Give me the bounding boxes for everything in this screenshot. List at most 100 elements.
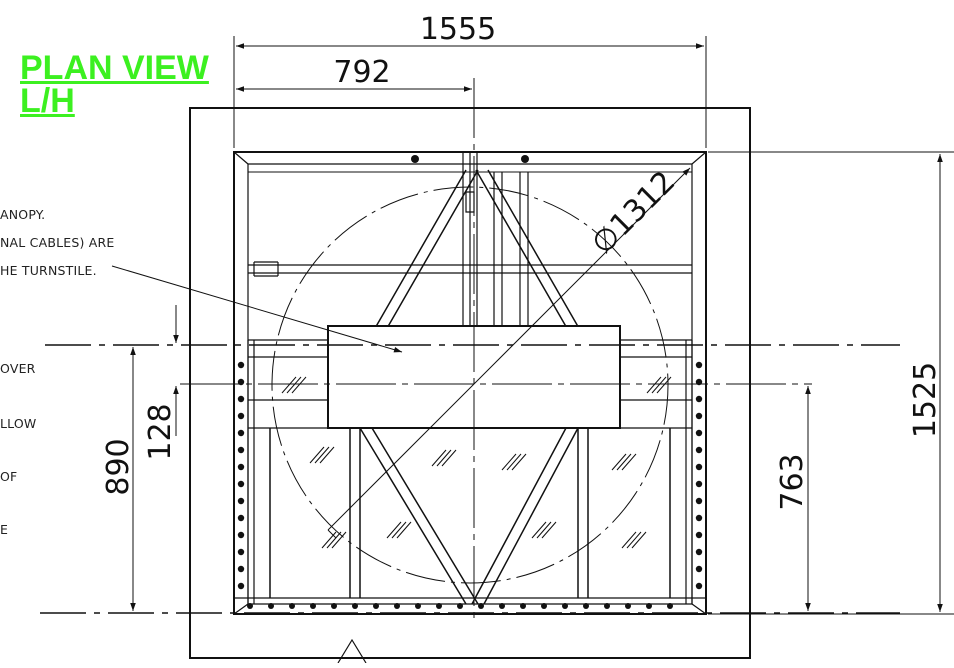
bolt <box>520 603 526 609</box>
bolt <box>352 603 358 609</box>
hatch <box>437 450 451 466</box>
bolt <box>583 603 589 609</box>
bolt <box>237 361 245 369</box>
hatch <box>652 377 666 393</box>
bolt <box>604 603 610 609</box>
bolt <box>695 446 703 454</box>
dim-left-depth-label: 890 <box>101 438 136 495</box>
rotor-circle <box>272 187 668 583</box>
diagonal-braces <box>270 170 670 604</box>
dim-half-width-label: 792 <box>333 55 390 90</box>
bolt <box>625 603 631 609</box>
hatch <box>657 377 671 393</box>
note-line: ANOPY. <box>0 207 46 222</box>
canopy-outline <box>190 108 750 658</box>
bolt <box>695 463 703 471</box>
bolt <box>331 603 337 609</box>
note-line: NAL CABLES) ARE <box>0 235 115 250</box>
bolt <box>289 603 295 609</box>
bolt <box>695 395 703 403</box>
view-title: PLAN VIEW <box>20 49 209 87</box>
dim-overall-width <box>234 36 706 148</box>
rail-bolts <box>237 361 703 609</box>
hatch <box>432 450 446 466</box>
note-line: HE TURNSTILE. <box>0 263 97 278</box>
bolt <box>667 603 673 609</box>
hatch <box>322 532 336 548</box>
bolt <box>237 412 245 420</box>
bolt <box>415 603 421 609</box>
bolt <box>237 497 245 505</box>
centre-lines <box>40 345 900 613</box>
hatch <box>617 454 631 470</box>
hatch <box>287 377 301 393</box>
hatch <box>397 522 411 538</box>
hatch <box>622 532 636 548</box>
bolt <box>478 603 484 609</box>
bolt <box>457 603 463 609</box>
hatch <box>507 454 521 470</box>
hatch <box>627 532 641 548</box>
bolt <box>310 603 316 609</box>
hatch <box>332 532 346 548</box>
top-bolts <box>411 155 529 163</box>
bolt <box>394 603 400 609</box>
note-line: E <box>0 522 9 537</box>
note-line: LLOW <box>0 416 37 431</box>
hatch <box>542 522 556 538</box>
dim-diameter-line <box>328 168 690 530</box>
bolt <box>562 603 568 609</box>
bolt <box>247 603 253 609</box>
hatch <box>392 522 406 538</box>
bolt <box>268 603 274 609</box>
dim-overall-depth <box>708 152 954 614</box>
bolt <box>695 582 703 590</box>
hatch <box>622 454 636 470</box>
side-rail-left <box>248 340 254 604</box>
hatch <box>502 454 516 470</box>
bolt <box>237 548 245 556</box>
entry-arrow-triangle <box>338 640 366 663</box>
hatch <box>320 447 334 463</box>
bolt <box>237 480 245 488</box>
hatch <box>282 377 296 393</box>
dim-right-depth-label: 763 <box>775 453 810 510</box>
bolt <box>499 603 505 609</box>
bolt <box>695 565 703 573</box>
note-line: OF <box>0 469 18 484</box>
bolt <box>541 603 547 609</box>
bolt <box>695 548 703 556</box>
bolt <box>373 603 379 609</box>
hatch <box>327 532 341 548</box>
hatch <box>647 377 661 393</box>
note-line: OVER <box>0 361 36 376</box>
hatch <box>442 450 456 466</box>
bolt <box>237 514 245 522</box>
dim-overall-width-label: 1555 <box>420 12 496 47</box>
bolt <box>237 463 245 471</box>
hatch <box>387 522 401 538</box>
hatch <box>532 522 546 538</box>
hatch <box>512 454 526 470</box>
bolt <box>237 429 245 437</box>
dim-overall-depth-label: 1525 <box>908 362 943 438</box>
note-leader-line <box>112 266 402 352</box>
hatch <box>537 522 551 538</box>
bolt <box>237 582 245 590</box>
bolt <box>695 514 703 522</box>
dim-diameter-label: ∅1312 <box>585 164 682 261</box>
bolt <box>695 412 703 420</box>
bolt <box>695 497 703 505</box>
hatch <box>632 532 646 548</box>
side-rail-right <box>686 340 692 604</box>
bolt <box>237 565 245 573</box>
bolt <box>237 446 245 454</box>
bolt <box>695 531 703 539</box>
bolt <box>695 361 703 369</box>
dim-diameter-tick <box>328 530 336 538</box>
central-post <box>463 152 528 330</box>
glass-hatch-marks <box>282 377 671 548</box>
bolt <box>436 603 442 609</box>
